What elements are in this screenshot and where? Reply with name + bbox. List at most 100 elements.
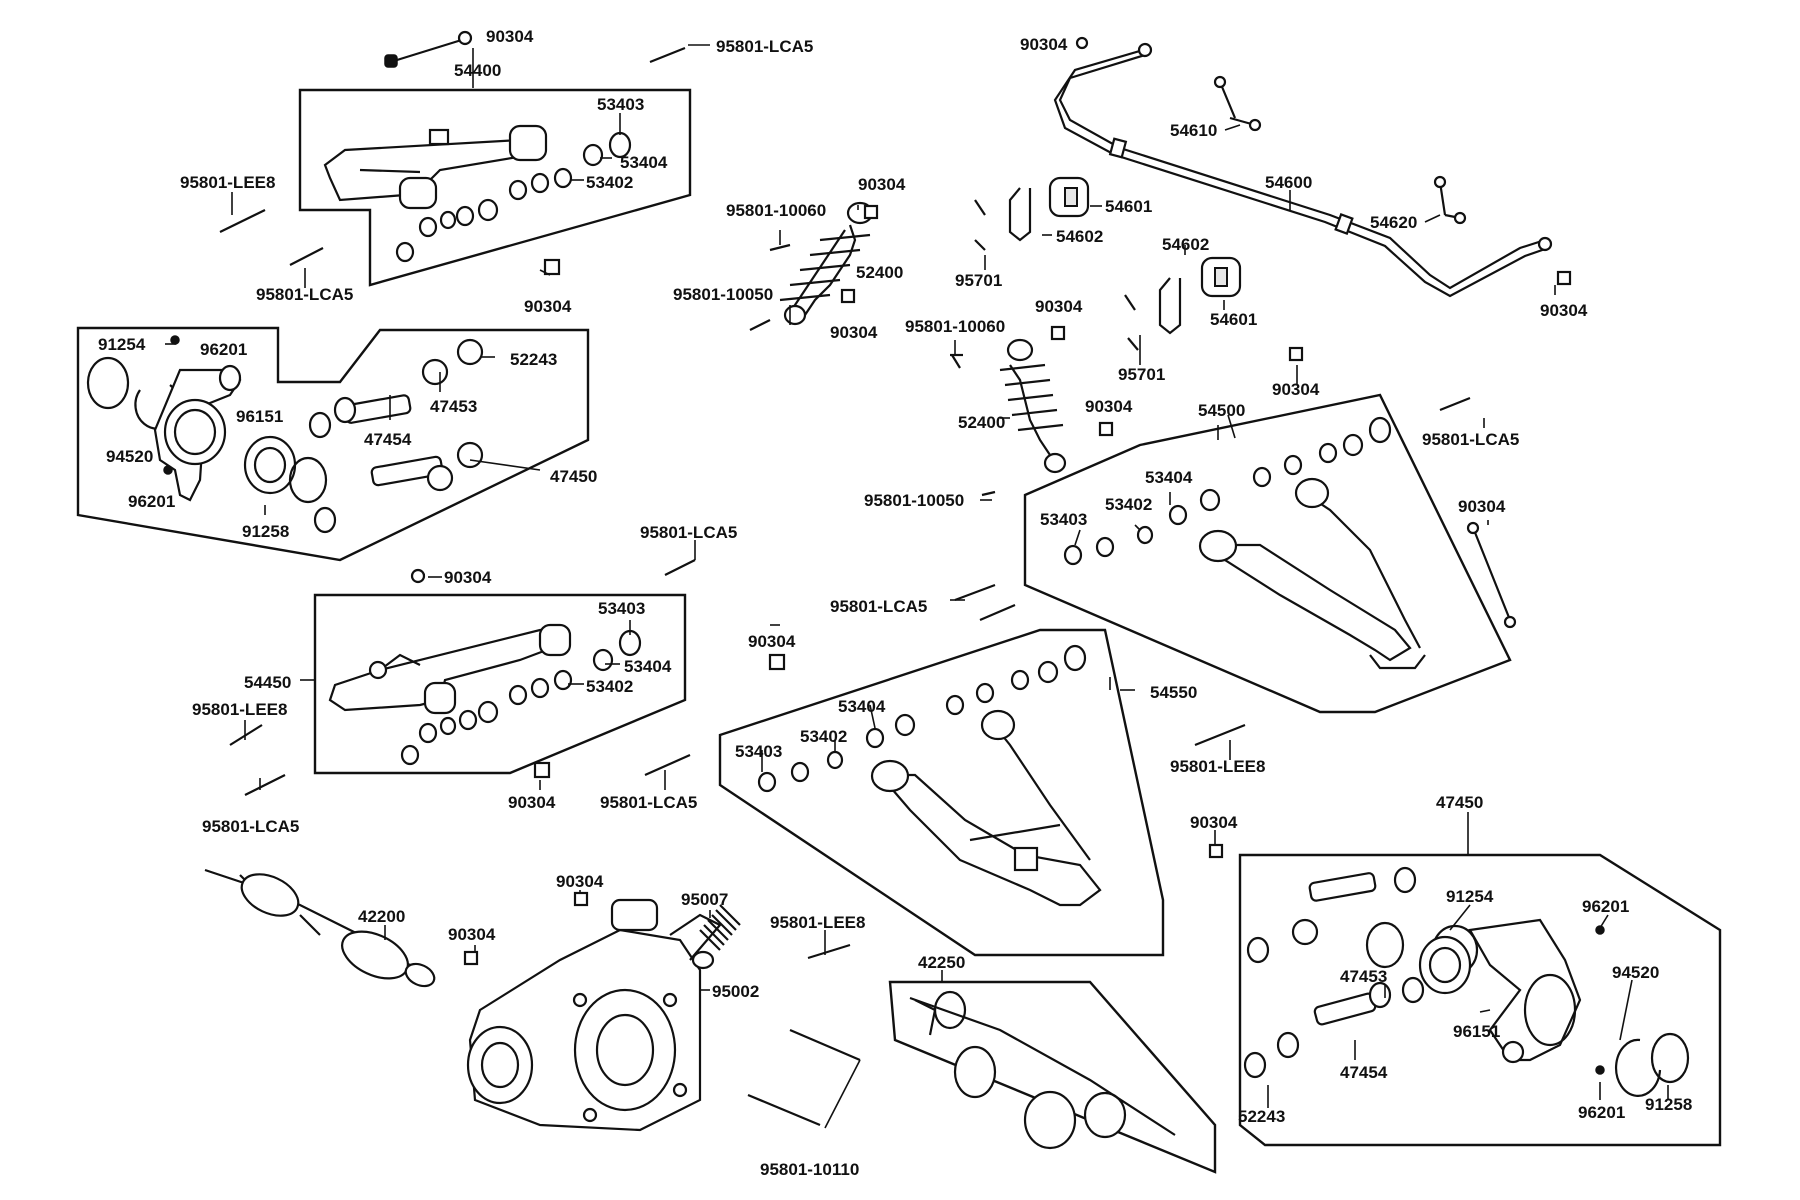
label-53404: 53404 [1145,468,1193,487]
label-91254: 91254 [98,335,146,354]
sleeves-47450-right [1243,866,1425,1079]
label-90304: 90304 [748,632,796,651]
label-53403: 53403 [598,599,645,618]
label-96151: 96151 [1453,1022,1500,1041]
label-52400: 52400 [958,413,1005,432]
label-53403: 53403 [1040,510,1087,529]
group-box-54450 [313,593,687,775]
label-54450: 54450 [244,673,291,692]
label-54600: 54600 [1265,173,1312,192]
a-arm-54500 [1198,477,1426,670]
label-95801-lee8: 95801-LEE8 [180,173,275,192]
label-47453: 47453 [430,397,477,416]
label-96201: 96201 [1578,1103,1625,1122]
label-53402: 53402 [800,727,847,746]
label-95801-lca5: 95801-LCA5 [640,523,737,542]
label-95801-10050: 95801-10050 [673,285,773,304]
label-54500: 54500 [1198,401,1245,420]
shock-52400-upper [779,201,874,326]
label-47454: 47454 [364,430,412,449]
label-90304: 90304 [858,175,906,194]
label-54601: 54601 [1210,310,1257,329]
label-53404: 53404 [620,153,668,172]
label-95801-lca5: 95801-LCA5 [830,597,927,616]
label-54601: 54601 [1105,197,1152,216]
label-94520: 94520 [106,447,153,466]
bushing-set-54550 [757,644,1087,793]
bushing-clamp-54601-lower [1158,256,1242,335]
label-95801-10110: 95801-10110 [760,1160,859,1179]
label-53403: 53403 [735,742,782,761]
label-47450: 47450 [550,467,597,486]
label-54400: 54400 [454,61,501,80]
bushing-set-54400 [395,131,632,263]
label-90304: 90304 [486,27,534,46]
label-95801-lca5: 95801-LCA5 [1422,430,1519,449]
knuckle-47450-right [1365,918,1690,1097]
label-53402: 53402 [586,677,633,696]
gearcase [466,898,722,1132]
label-95801-lee8: 95801-LEE8 [770,913,865,932]
a-arm-54550 [870,709,1102,907]
group-box-42250 [888,980,1217,1174]
label-95801-lca5: 95801-LCA5 [600,793,697,812]
label-90304: 90304 [1458,497,1506,516]
label-90304: 90304 [1035,297,1083,316]
label-96201: 96201 [1582,897,1629,916]
label-90304: 90304 [1020,35,1068,54]
label-54550: 54550 [1150,683,1197,702]
label-90304: 90304 [448,925,496,944]
label-47454: 47454 [1340,1063,1388,1082]
bushing-set-54500 [1063,416,1392,566]
label-42250: 42250 [918,953,965,972]
label-95801-lee8: 95801-LEE8 [192,700,287,719]
label-42200: 42200 [358,907,405,926]
upper-arm-54400 [323,124,548,210]
label-91258: 91258 [242,522,289,541]
label-91258: 91258 [1645,1095,1692,1114]
bushing-set-54450 [400,629,642,766]
group-box-54400 [298,88,692,287]
label-52243: 52243 [510,350,557,369]
label-53404: 53404 [838,697,886,716]
label-90304: 90304 [524,297,572,316]
label-53404: 53404 [624,657,672,676]
group-box-47450-right [1238,853,1722,1147]
label-95801-lca5: 95801-LCA5 [716,37,813,56]
lower-arm-54450 [328,623,572,715]
label-90304: 90304 [1272,380,1320,399]
label-53403: 53403 [597,95,644,114]
label-54620: 54620 [1370,213,1417,232]
label-90304: 90304 [1540,301,1588,320]
label-52400: 52400 [856,263,903,282]
group-box-47450-left [76,326,590,562]
label-53402: 53402 [586,173,633,192]
label-95701: 95701 [1118,365,1165,384]
label-95002: 95002 [712,982,759,1001]
drive-shaft-42250 [909,990,1176,1150]
label-96151: 96151 [236,407,283,426]
shock-52400-lower [999,338,1067,474]
spring-95007 [691,904,741,970]
label-54602: 54602 [1162,235,1209,254]
label-96201: 96201 [128,492,175,511]
label-95801-lca5: 95801-LCA5 [256,285,353,304]
label-95801-10050: 95801-10050 [864,491,964,510]
label-95801-10060: 95801-10060 [905,317,1005,336]
group-box-54550 [718,628,1165,957]
label-54610: 54610 [1170,121,1217,140]
part-labels: 90304 95801-LCA5 54400 53403 53404 53402… [98,27,1692,1179]
stabilizer-link-54610 [1213,75,1262,132]
label-90304: 90304 [556,872,604,891]
stabilizer-link-54620 [1433,175,1467,225]
bushing-clamp-54601-upper [1008,176,1090,242]
label-90304: 90304 [1085,397,1133,416]
label-54602: 54602 [1056,227,1103,246]
label-95801-10060: 95801-10060 [726,201,826,220]
knuckle-47450-left [86,335,328,504]
stabilizer-bar-54600 [1053,42,1553,298]
label-90304: 90304 [1190,813,1238,832]
drive-shaft-42200 [204,868,436,988]
hardware [219,30,1572,966]
